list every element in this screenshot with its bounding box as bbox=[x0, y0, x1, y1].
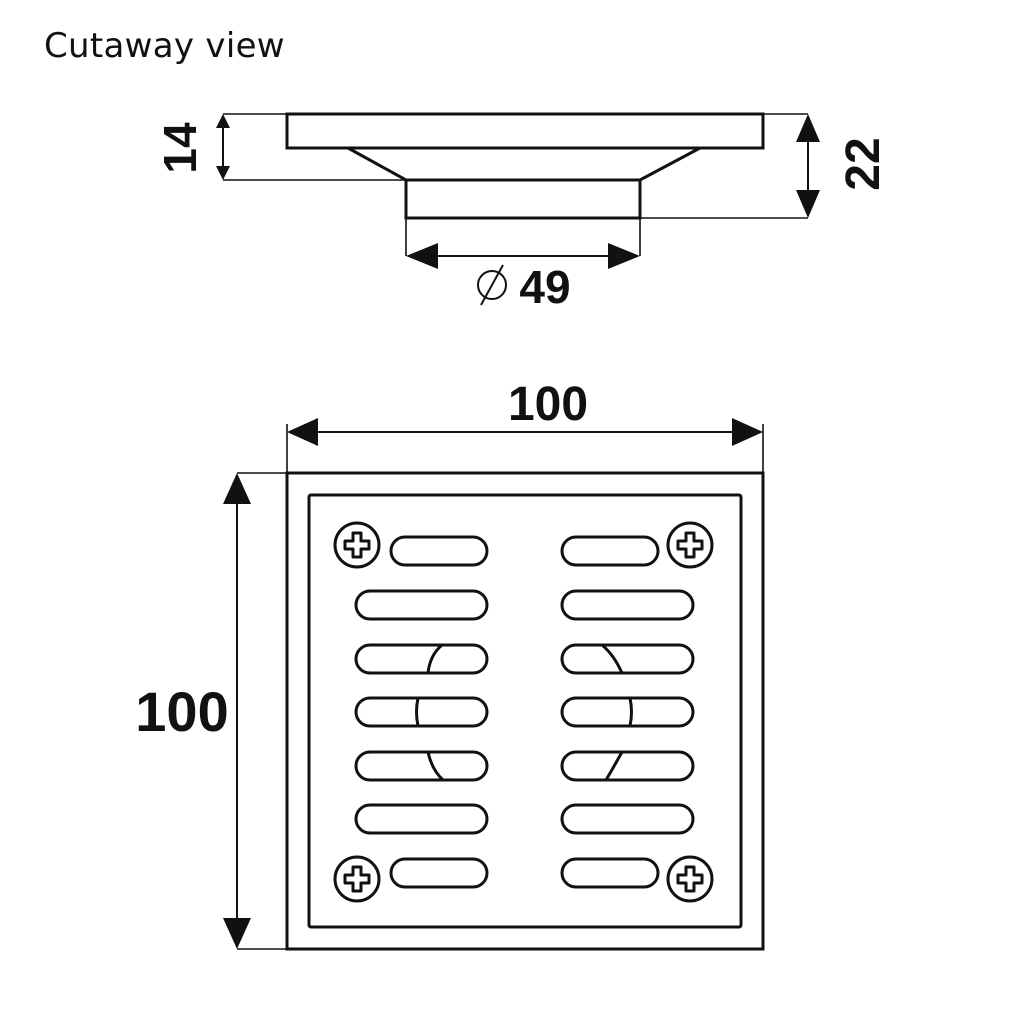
grate-slot bbox=[389, 857, 489, 889]
grate-slot bbox=[354, 589, 489, 621]
cross-screw-icon bbox=[333, 521, 381, 569]
cross-screw-icon bbox=[333, 855, 381, 903]
outlet-diameter-label: 49 bbox=[519, 261, 570, 313]
dimension-flange-height: 14 bbox=[154, 114, 230, 180]
grate-slot bbox=[560, 643, 695, 675]
grate-slot bbox=[354, 750, 489, 782]
grate-slot bbox=[560, 857, 660, 889]
dimension-outlet-diameter: 49 bbox=[406, 243, 640, 313]
dimension-grate-height: 100 bbox=[135, 472, 287, 950]
grate-slot bbox=[560, 696, 695, 728]
grate-slot bbox=[560, 535, 660, 567]
slot-divider bbox=[415, 697, 420, 727]
grate-slot bbox=[389, 535, 489, 567]
dimension-grate-width: 100 bbox=[286, 378, 764, 473]
slot-divider bbox=[426, 643, 443, 674]
total-height-label: 22 bbox=[837, 137, 890, 190]
grate-slot bbox=[354, 803, 489, 835]
grate-slot bbox=[560, 589, 695, 621]
grate-slot bbox=[560, 803, 695, 835]
slot-divider bbox=[604, 751, 624, 781]
grate-slot bbox=[354, 696, 489, 728]
cutaway-view bbox=[285, 112, 765, 220]
flange-plate bbox=[285, 112, 765, 150]
grate-height-label: 100 bbox=[135, 680, 228, 743]
grate-width-label: 100 bbox=[508, 378, 588, 431]
cross-screw-icon bbox=[666, 855, 714, 903]
page-title: Cutaway view bbox=[44, 26, 285, 66]
grate-slot bbox=[354, 643, 489, 675]
cross-screw-icon bbox=[666, 521, 714, 569]
dimension-total-height: 22 bbox=[796, 114, 890, 218]
slot-divider bbox=[426, 751, 445, 782]
extension-lines bbox=[223, 113, 808, 256]
outlet-pipe bbox=[404, 178, 642, 220]
grate-slots bbox=[354, 535, 695, 889]
slot-divider bbox=[628, 697, 633, 727]
slot-divider bbox=[601, 643, 624, 674]
body-taper bbox=[347, 146, 701, 182]
grate-slot bbox=[560, 750, 695, 782]
diameter-icon bbox=[477, 264, 507, 306]
flange-height-label: 14 bbox=[154, 122, 206, 174]
